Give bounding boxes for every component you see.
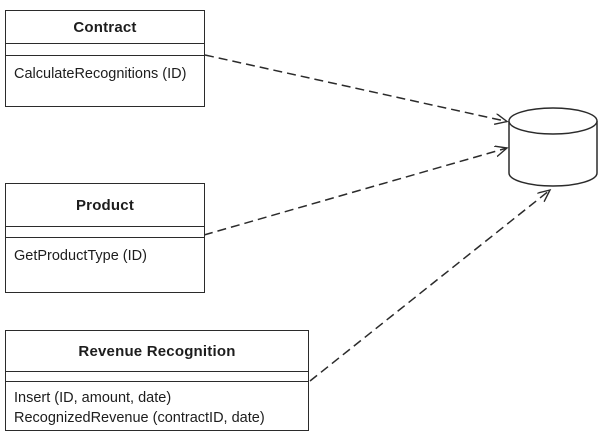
class-box-product: Product GetProductType (ID) [5,183,205,293]
class-operations-compartment: CalculateRecognitions (ID) [6,56,204,106]
dependency-arrow-contract-to-database [204,54,507,122]
database-cylinder-icon [508,107,598,187]
operation-label: Insert (ID, amount, date) [14,390,172,406]
class-attributes-compartment [6,372,308,382]
operation-label: RecognizedRevenue (contractID, date) [14,410,265,426]
class-operations-compartment: Insert (ID, amount, date) RecognizedReve… [6,382,308,430]
dependency-arrow-revenue-to-database [309,190,550,382]
class-title: Contract [6,11,204,44]
dependency-arrow-product-to-database [203,148,507,236]
class-operations-compartment: GetProductType (ID) [6,238,204,292]
class-box-contract: Contract CalculateRecognitions (ID) [5,10,205,107]
operation-label: CalculateRecognitions (ID) [14,66,187,82]
operation-label: GetProductType (ID) [14,248,147,264]
class-title: Product [6,184,204,227]
class-attributes-compartment [6,44,204,56]
class-box-revenue-recognition: Revenue Recognition Insert (ID, amount, … [5,330,309,431]
class-attributes-compartment [6,227,204,238]
class-title: Revenue Recognition [6,331,308,372]
